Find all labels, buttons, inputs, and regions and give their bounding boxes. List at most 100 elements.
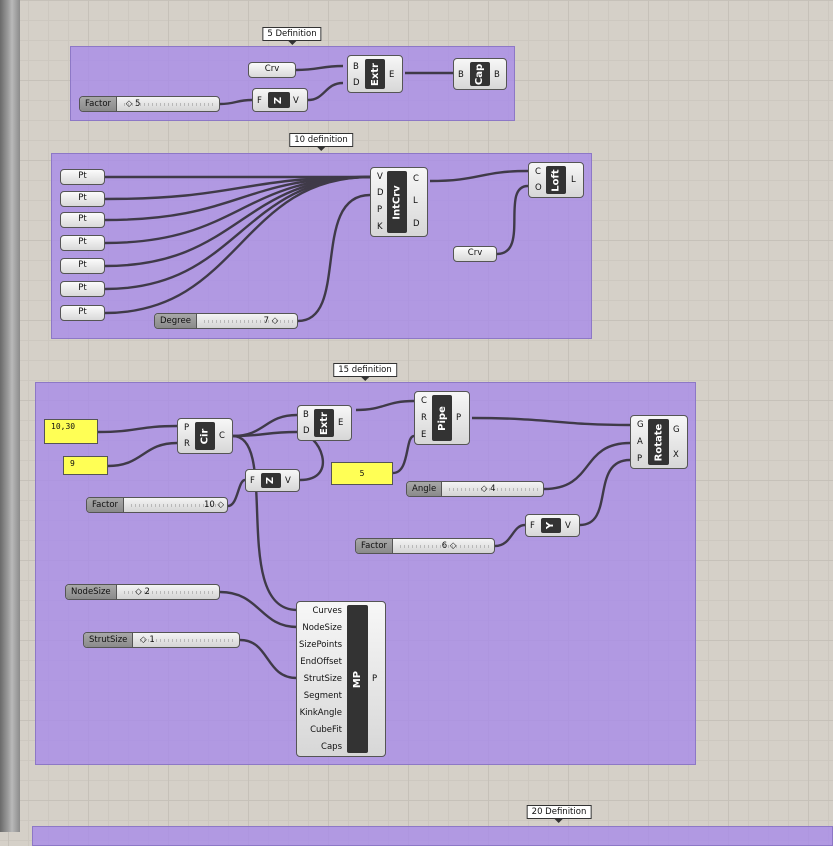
cir-component-name: Cir: [195, 422, 215, 450]
panel-5[interactable]: 5: [331, 462, 393, 485]
angle-slider[interactable]: Angle ◇ 4: [406, 481, 544, 497]
factor-6-value-text: 6: [441, 541, 448, 551]
loft-component-name: Loft: [546, 166, 566, 194]
pipe-component[interactable]: C R E Pipe P: [414, 391, 470, 445]
crv-param-2[interactable]: Crv: [453, 246, 497, 262]
intcrv-input-d: D: [377, 188, 384, 198]
degree-slider-value: 7 ◇: [263, 316, 279, 326]
rotate-output-g: G: [673, 425, 680, 435]
z-vector-component-2[interactable]: F Z V: [245, 469, 300, 492]
factor-value-text: 5: [134, 99, 141, 109]
z2-component-name: Z: [261, 473, 281, 488]
strutsize-value-text: 1: [149, 635, 155, 645]
intcrv-component-name: IntCrv: [387, 171, 407, 233]
mp-input-caps: Caps: [321, 742, 342, 752]
circle-component[interactable]: P R Cir C: [177, 418, 233, 454]
panel-9[interactable]: 9: [63, 456, 108, 475]
angle-value-text: 4: [490, 484, 496, 494]
extr2-input-d: D: [303, 426, 310, 436]
loft-input-c: C: [535, 167, 541, 177]
angle-slider-track[interactable]: ◇ 4: [446, 482, 539, 496]
group-5-title[interactable]: 5 Definition: [262, 27, 322, 45]
cap-component[interactable]: B Cap B: [453, 58, 507, 90]
cap-component-name: Cap: [470, 62, 490, 86]
extr-input-b: B: [353, 62, 359, 72]
cap-input-b: B: [458, 70, 464, 80]
z-vector-component[interactable]: F Z V: [252, 88, 308, 112]
mp-input-cubefit: CubeFit: [310, 725, 342, 735]
nodesize-slider-value: ◇ 2: [135, 587, 150, 597]
group-20-title[interactable]: 20 Definition: [526, 805, 592, 823]
loft-component[interactable]: C O Loft L: [528, 162, 584, 198]
intcrv-input-p: P: [377, 205, 383, 215]
extrude-component-2[interactable]: B D Extr E: [297, 405, 352, 441]
canvas-left-scrollbar[interactable]: [0, 0, 20, 832]
strutsize-slider-label: StrutSize: [84, 633, 134, 647]
nodesize-slider-label: NodeSize: [66, 585, 117, 599]
factor-6-slider-value: 6 ◇: [441, 541, 457, 551]
extrude-component[interactable]: B D Extr E: [347, 55, 403, 93]
extr-input-d: D: [353, 78, 360, 88]
mp-input-curves: Curves: [312, 606, 342, 616]
mp-component[interactable]: Curves NodeSize SizePoints EndOffset Str…: [296, 601, 386, 757]
mp-input-endoffset: EndOffset: [300, 657, 342, 667]
y-input-f: F: [530, 521, 535, 531]
nodesize-slider[interactable]: NodeSize ◇ 2: [65, 584, 220, 600]
angle-slider-value: ◇ 4: [480, 484, 496, 494]
pt-param-6[interactable]: Pt: [60, 281, 105, 297]
mp-input-segment: Segment: [303, 691, 342, 701]
factor-6-slider-track[interactable]: 6 ◇: [397, 539, 490, 553]
factor-10-slider-value: 10 ◇: [203, 500, 225, 510]
factor-slider[interactable]: Factor ◇ 5: [79, 96, 220, 112]
mp-output-p: P: [372, 674, 378, 684]
pt-param-1[interactable]: Pt: [60, 169, 105, 185]
rotate-component[interactable]: G A P Rotate G X: [630, 415, 688, 469]
strutsize-slider-value: ◇ 1: [140, 635, 155, 645]
pt-param-4[interactable]: Pt: [60, 235, 105, 251]
cir-input-p: P: [184, 423, 190, 433]
factor-6-slider-label: Factor: [356, 539, 394, 553]
factor-10-slider[interactable]: Factor 10 ◇: [86, 497, 228, 513]
pipe-output-p: P: [456, 413, 462, 423]
mp-input-nodesize: NodeSize: [302, 623, 342, 633]
pt-param-7[interactable]: Pt: [60, 305, 105, 321]
nodesize-value-text: 2: [144, 587, 150, 597]
rotate-input-g: G: [637, 420, 644, 430]
nodesize-slider-track[interactable]: ◇ 2: [120, 585, 215, 599]
intcrv-output-l: L: [413, 196, 418, 206]
group-15-title[interactable]: 15 definition: [333, 363, 397, 381]
factor-6-slider[interactable]: Factor 6 ◇: [355, 538, 495, 554]
factor-slider-track[interactable]: ◇ 5: [121, 97, 215, 111]
extr-output-e: E: [389, 70, 395, 80]
z2-input-f: F: [250, 476, 255, 486]
degree-slider-track[interactable]: 7 ◇: [200, 314, 293, 328]
rotate-component-name: Rotate: [648, 419, 669, 465]
factor-10-slider-track[interactable]: 10 ◇: [128, 498, 225, 512]
degree-value-text: 7: [263, 316, 270, 326]
pt-param-2[interactable]: Pt: [60, 191, 105, 207]
degree-slider-label: Degree: [155, 314, 197, 328]
degree-slider[interactable]: Degree 7 ◇: [154, 313, 298, 329]
intcrv-component[interactable]: V D P K IntCrv C L D: [370, 167, 428, 237]
group-10-title[interactable]: 10 definition: [289, 133, 353, 151]
cap-output-b: B: [494, 70, 500, 80]
factor-slider-label: Factor: [80, 97, 118, 111]
z-output-v: V: [293, 96, 299, 106]
panel-10-30[interactable]: 10,30: [44, 419, 98, 444]
strutsize-slider-track[interactable]: ◇ 1: [137, 633, 235, 647]
crv-param[interactable]: Crv: [248, 62, 296, 78]
rotate-output-x: X: [673, 450, 679, 460]
strutsize-slider[interactable]: StrutSize ◇ 1: [83, 632, 240, 648]
intcrv-output-d: D: [413, 219, 420, 229]
pt-param-5[interactable]: Pt: [60, 258, 105, 274]
intcrv-input-v: V: [377, 172, 383, 182]
intcrv-output-c: C: [413, 174, 419, 184]
y-vector-component[interactable]: F Y V: [525, 514, 580, 537]
pipe-input-c: C: [421, 396, 427, 406]
angle-slider-label: Angle: [407, 482, 443, 496]
pt-param-3[interactable]: Pt: [60, 212, 105, 228]
loft-input-o: O: [535, 183, 542, 193]
extr-component-name: Extr: [365, 59, 385, 89]
y-output-v: V: [565, 521, 571, 531]
